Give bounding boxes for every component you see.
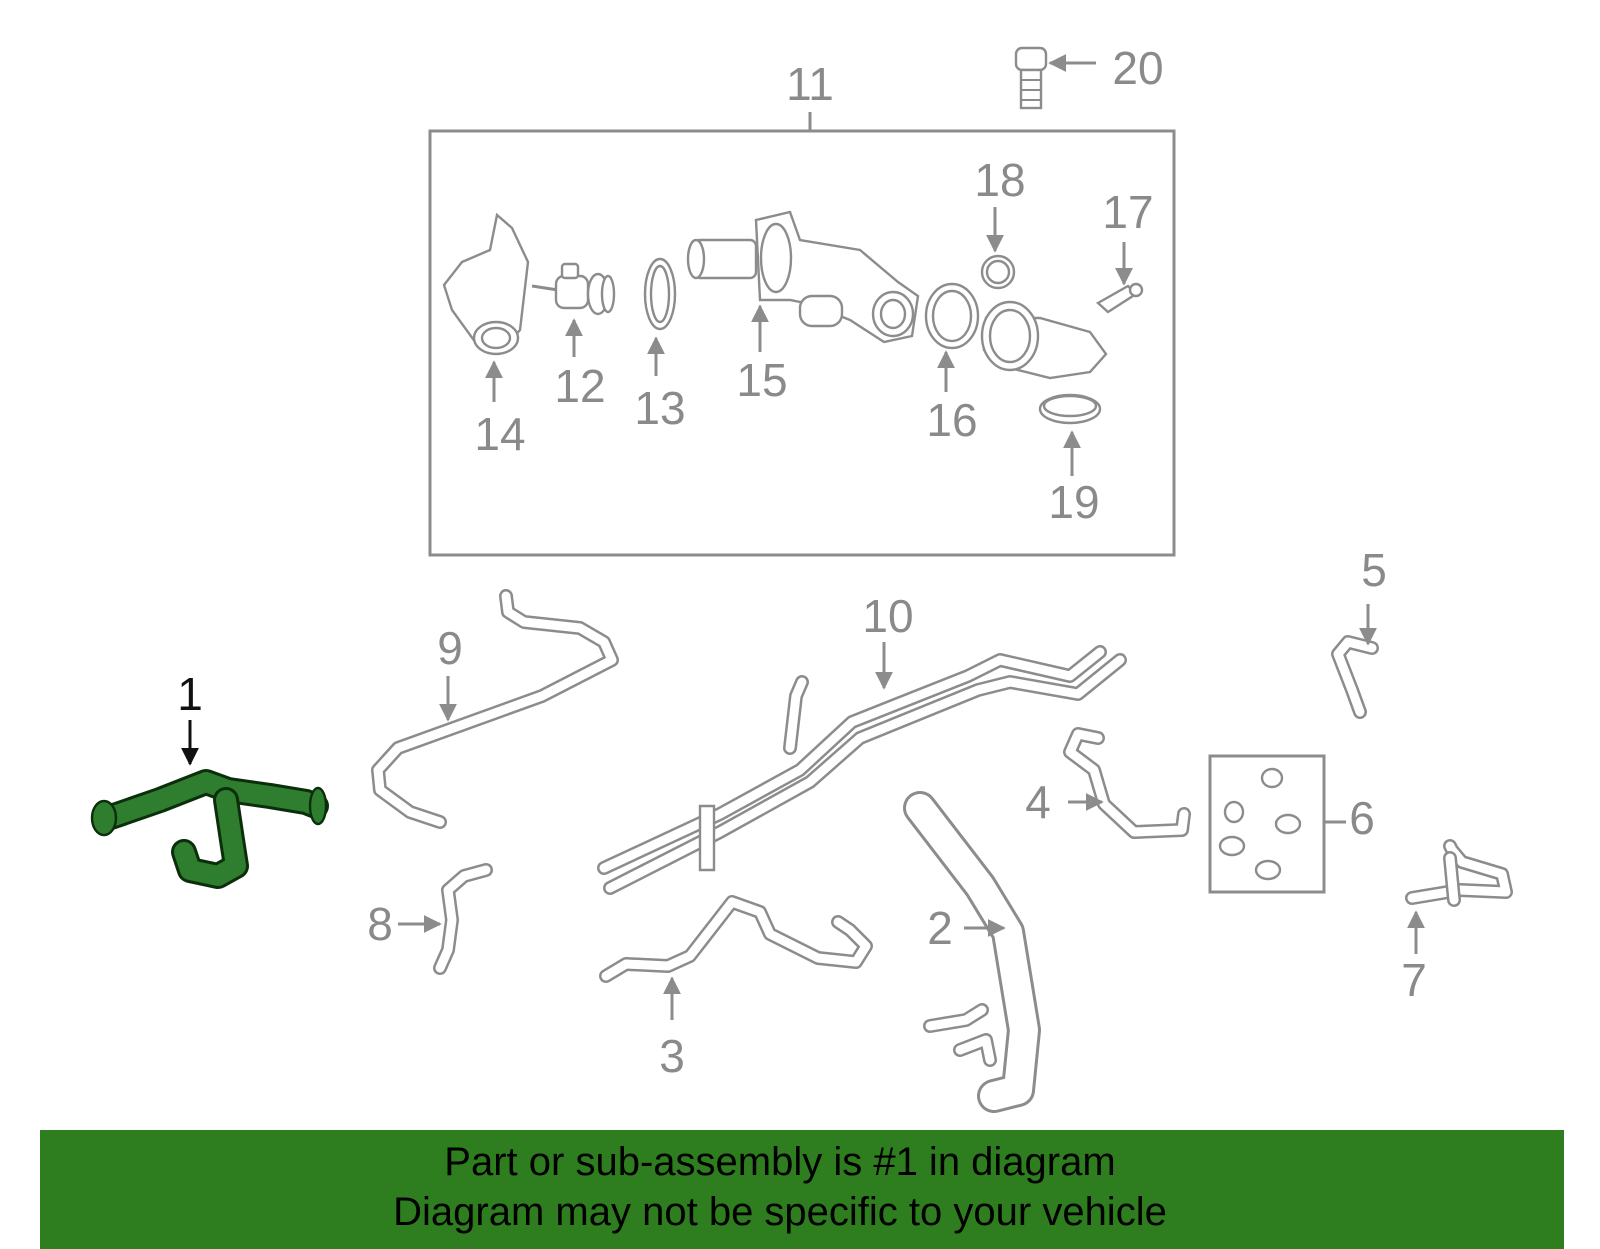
callout-6: 6	[1349, 792, 1375, 844]
callout-3: 3	[659, 1030, 685, 1082]
callout-13: 13	[634, 382, 685, 434]
part-8-hose	[433, 863, 493, 975]
subassembly-box	[428, 129, 1176, 557]
callout-16: 16	[926, 394, 977, 446]
part-14-outlet-housing	[442, 212, 530, 356]
part-6-clamp-kit	[1208, 754, 1346, 894]
part-7-hose	[1405, 839, 1513, 907]
part-1-hose-highlighted	[90, 769, 329, 889]
part-5-hose	[1331, 635, 1379, 719]
part-12-thermostat	[531, 262, 616, 316]
banner-line-1: Part or sub-assembly is #1 in diagram	[444, 1140, 1116, 1184]
callout-20: 20	[1112, 42, 1163, 94]
callout-7: 7	[1401, 954, 1427, 1006]
callout-4: 4	[1025, 776, 1051, 828]
callout-17: 17	[1102, 186, 1153, 238]
callout-5: 5	[1361, 544, 1387, 596]
part-20-bolt	[1014, 46, 1048, 110]
callout-8: 8	[367, 898, 393, 950]
banner-line-2: Diagram may not be specific to your vehi…	[393, 1190, 1167, 1234]
callout-19: 19	[1048, 476, 1099, 528]
part-13-seal	[643, 257, 677, 331]
part-9-pipe	[371, 589, 619, 829]
callout-15: 15	[736, 354, 787, 406]
info-banner: Part or sub-assembly is #1 in diagram Di…	[40, 1130, 1564, 1249]
callout-11: 11	[786, 58, 834, 110]
callout-1: 1	[177, 668, 203, 720]
callout-14: 14	[474, 408, 525, 460]
part-17-sensor	[1095, 282, 1144, 314]
callout-18: 18	[974, 154, 1025, 206]
callout-9: 9	[437, 622, 463, 674]
part-10-pipe-assembly	[597, 645, 1127, 895]
part-2-hose	[903, 791, 1041, 1113]
callout-2: 2	[927, 902, 953, 954]
part-3-hose	[599, 895, 873, 983]
part-16-gasket	[924, 282, 980, 350]
part-15-water-outlet	[686, 210, 920, 344]
part-19-flange-pipe	[980, 300, 1108, 425]
part-4-hose	[1063, 727, 1191, 839]
callout-12: 12	[554, 360, 605, 412]
callout-10: 10	[862, 590, 913, 642]
part-18-o-ring	[980, 254, 1016, 290]
